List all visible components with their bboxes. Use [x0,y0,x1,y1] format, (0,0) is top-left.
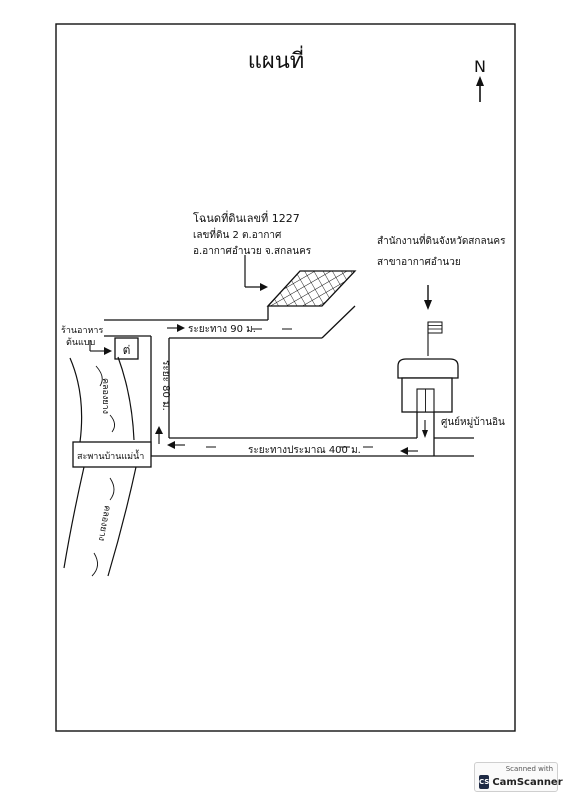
shop-label-name: ร้านอาหาร [61,325,103,336]
side-road-direction-icon [155,426,163,444]
shop-building-icon [114,337,139,360]
canal [63,356,137,577]
north-label: N [474,57,486,76]
scanner-watermark-brand: CamScanner [492,776,563,788]
land-office-building-icon [397,358,459,413]
scanner-watermark-caption: Scanned with [505,765,553,773]
main-road-distance-label: ระยะทางประมาณ 400 ม. [248,445,361,456]
canal-label-lower: คลองยาง [96,504,112,541]
land-parcel-shape [266,270,357,307]
flag-icon [427,321,443,356]
office-label-branch: สาขาอากาศอำนวย [377,257,461,268]
map-frame [55,23,516,732]
shop-label-brand: ต้นแบบ [66,337,96,348]
office-label-name: สำนักงานที่ดินจังหวัดสกลนคร [377,233,506,247]
bridge-shape [72,441,152,468]
upper-road [104,305,356,339]
scanner-watermark: Scanned with CS CamScanner [474,762,563,792]
camscanner-logo-icon: CS [479,775,490,789]
upper-road-direction-icon [167,324,185,332]
shop-sign-label: ต่ [123,343,131,357]
upper-road-distance-label: ระยะทาง 90 ม. [188,324,256,335]
north-arrow-icon [476,76,484,102]
shop-pointer-icon [89,340,112,355]
bridge-label: สะพานบ้านแม่น้ำ [77,449,144,462]
parcel-leader-icon [244,255,268,291]
side-road [150,336,170,456]
canal-label-upper: คลองยาง [100,378,110,414]
side-road-distance-label: ระยะ 80 ม. [160,360,171,411]
parcel-label-number: เลขที่ดิน 2 ต.อากาศ [193,227,282,241]
map-title: แผนที่ [248,45,305,74]
driveway-arrow-icon [422,420,428,438]
village-hall-label: ศูนย์หมู่บ้านอิน [441,416,505,428]
main-road [151,437,474,457]
main-road-direction-icon [167,441,418,455]
office-pointer-icon [424,285,432,310]
parcel-label-location: อ.อากาศอำนวย จ.สกลนคร [193,246,312,257]
parcel-label-deed: โฉนดที่ดินเลขที่ 1227 [193,210,300,225]
